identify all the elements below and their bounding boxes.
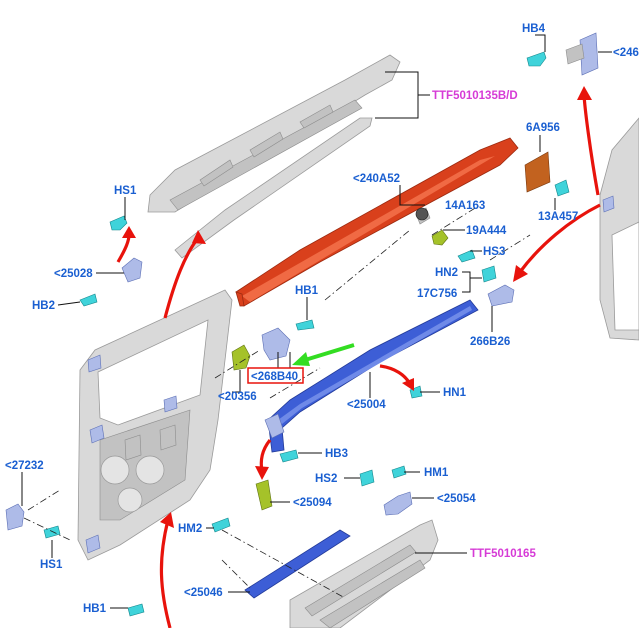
bracket-6a956 <box>524 151 551 193</box>
bracket-268b40 <box>261 327 291 361</box>
label-25004: <25004 <box>347 399 386 411</box>
label-27232: <27232 <box>5 460 44 472</box>
center-slide-track <box>264 284 515 453</box>
bumper-20356 <box>231 344 251 371</box>
label-ttf5010135: TTF5010135B/D <box>432 90 518 102</box>
label-hb1-mid: HB1 <box>295 285 319 297</box>
label-ttf5010165: TTF5010165 <box>470 548 536 560</box>
label-hb3: HB3 <box>325 448 348 460</box>
label-hm2: HM2 <box>178 523 202 535</box>
label-14a163: 14A163 <box>445 200 485 212</box>
label-25054: <25054 <box>437 493 476 505</box>
label-25094: <25094 <box>293 497 332 509</box>
bracket-25094 <box>255 479 273 511</box>
upper-door-channel <box>235 137 519 307</box>
green-arrow <box>292 343 355 366</box>
label-266b26: 266B26 <box>470 336 510 348</box>
body-side-panel <box>599 117 639 341</box>
label-17c756: 17C756 <box>417 288 457 300</box>
lower-slide-track <box>244 529 351 599</box>
sliding-door-inner-frame <box>77 289 233 561</box>
label-hs1-top: HS1 <box>114 185 137 197</box>
label-hs2: HS2 <box>315 473 337 485</box>
bumper-14a163 <box>415 207 429 221</box>
label-hm1: HM1 <box>424 467 449 479</box>
label-hs1-bottom: HS1 <box>40 559 63 571</box>
label-19a444: 19A444 <box>466 225 507 237</box>
label-13a457: 13A457 <box>538 211 578 223</box>
label-25028: <25028 <box>54 268 93 280</box>
label-hb4: HB4 <box>522 23 546 35</box>
label-246-top: <246 <box>613 47 639 59</box>
rocker-sill-panel <box>289 519 439 628</box>
part-labels: HB4 <246 TTF5010135B/D 6A956 <240A52 14A… <box>5 23 639 615</box>
striker-27232 <box>5 503 25 531</box>
label-hb2: HB2 <box>32 300 55 312</box>
fasteners <box>43 51 570 617</box>
lower-roller-25054 <box>383 491 413 516</box>
label-240a52: <240A52 <box>353 173 400 185</box>
roof-rail-panel <box>147 54 401 213</box>
label-268b40[interactable]: <268B40 <box>251 371 298 383</box>
rear-hinge-25028 <box>121 257 143 283</box>
clip-19a444 <box>431 229 449 246</box>
label-hb1-bottom: HB1 <box>83 603 107 615</box>
highlight-box <box>247 367 304 384</box>
label-hs3: HS3 <box>483 246 505 258</box>
label-hn2: HN2 <box>435 267 458 279</box>
label-hn1: HN1 <box>443 387 467 399</box>
label-25046: <25046 <box>184 587 223 599</box>
leader-lines <box>21 34 612 609</box>
label-6a956: 6A956 <box>526 122 560 134</box>
callout-arrows <box>116 86 601 628</box>
hinge-bracket-top-right <box>565 32 599 76</box>
label-20356: <20356 <box>218 391 257 403</box>
